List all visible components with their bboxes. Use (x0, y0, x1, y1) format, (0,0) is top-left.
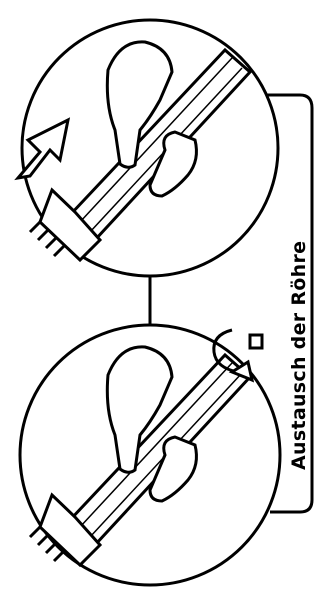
step-2-panel (20, 325, 280, 585)
diagram-caption: Austausch der Röhre (288, 241, 310, 470)
step-1-panel (18, 20, 278, 276)
